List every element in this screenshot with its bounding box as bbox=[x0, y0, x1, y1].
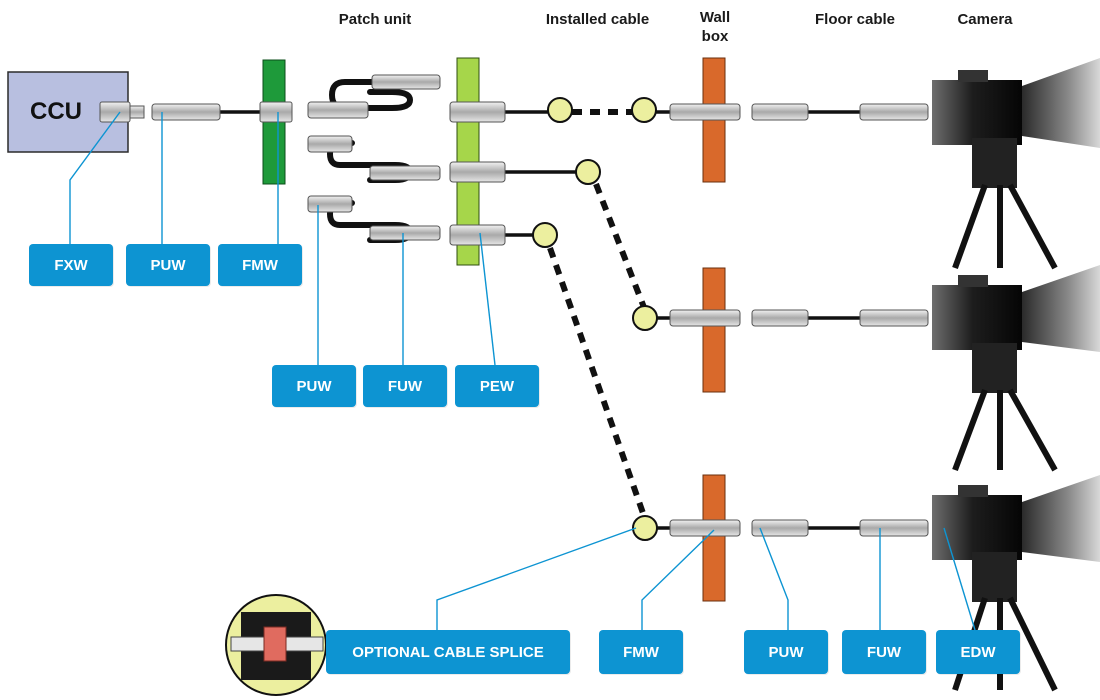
connector-icon bbox=[449, 224, 506, 246]
fmw-wall-tag: FMW bbox=[599, 630, 683, 674]
connector-icon bbox=[669, 519, 741, 537]
connector-icon bbox=[449, 161, 506, 183]
tripod-icon bbox=[952, 343, 1058, 472]
connector-icon bbox=[859, 103, 929, 121]
installed-cable-header: Installed cable bbox=[545, 11, 650, 28]
connector-icon bbox=[751, 103, 809, 121]
fuw-floor-tag: FUW bbox=[842, 630, 926, 674]
splice-point bbox=[632, 515, 658, 541]
splice-icon bbox=[225, 594, 327, 696]
connector-icon bbox=[369, 225, 441, 241]
connector-icon bbox=[99, 101, 145, 123]
splice-point bbox=[547, 97, 573, 123]
splice-point bbox=[532, 222, 558, 248]
connector-icon bbox=[751, 309, 809, 327]
camera-header: Camera bbox=[957, 11, 1013, 28]
camera-icon bbox=[932, 265, 1100, 352]
tripod-icon bbox=[952, 552, 1058, 692]
fuw-patch-tag: FUW bbox=[363, 365, 447, 407]
connector-icon bbox=[369, 165, 441, 181]
splice-point bbox=[631, 97, 657, 123]
camera-icon bbox=[932, 475, 1100, 562]
connector-icon bbox=[307, 101, 369, 119]
connector-icon bbox=[307, 195, 353, 213]
puw-ccu-tag: PUW bbox=[126, 244, 210, 286]
leader-lines bbox=[69, 111, 976, 631]
connector-icon bbox=[751, 519, 809, 537]
splice-point bbox=[632, 305, 658, 331]
fmw-ccu-tag: FMW bbox=[218, 244, 302, 286]
connector-icon bbox=[669, 103, 741, 121]
floor-cable-header: Floor cable bbox=[814, 11, 896, 28]
edw-camera-tag: EDW bbox=[936, 630, 1020, 674]
splice-points bbox=[532, 97, 658, 541]
connector-icon bbox=[259, 101, 293, 123]
fxw-tag: FXW bbox=[29, 244, 113, 286]
connector-icon bbox=[859, 519, 929, 537]
connector-icon bbox=[669, 309, 741, 327]
installed-cables-dashed bbox=[547, 109, 648, 517]
wall-box-header: Wall box bbox=[699, 9, 731, 45]
connector-icon bbox=[449, 101, 506, 123]
connector-icon bbox=[371, 74, 441, 90]
wall-box-3 bbox=[702, 474, 726, 602]
ccu-label: CCU bbox=[30, 98, 82, 125]
patch-unit-header: Patch unit bbox=[338, 11, 412, 28]
optional-cable-splice-tag: OPTIONAL CABLE SPLICE bbox=[326, 630, 570, 674]
wall-box-2 bbox=[702, 267, 726, 393]
tripod-icon bbox=[952, 138, 1058, 270]
camera-icon bbox=[932, 58, 1100, 148]
connector-icon bbox=[859, 309, 929, 327]
connector-icon bbox=[307, 135, 353, 153]
connector-icon bbox=[151, 103, 221, 121]
splice-point bbox=[575, 159, 601, 185]
puw-patch-tag: PUW bbox=[272, 365, 356, 407]
connectors bbox=[99, 74, 929, 537]
puw-floor-tag: PUW bbox=[744, 630, 828, 674]
pew-patch-tag: PEW bbox=[455, 365, 539, 407]
